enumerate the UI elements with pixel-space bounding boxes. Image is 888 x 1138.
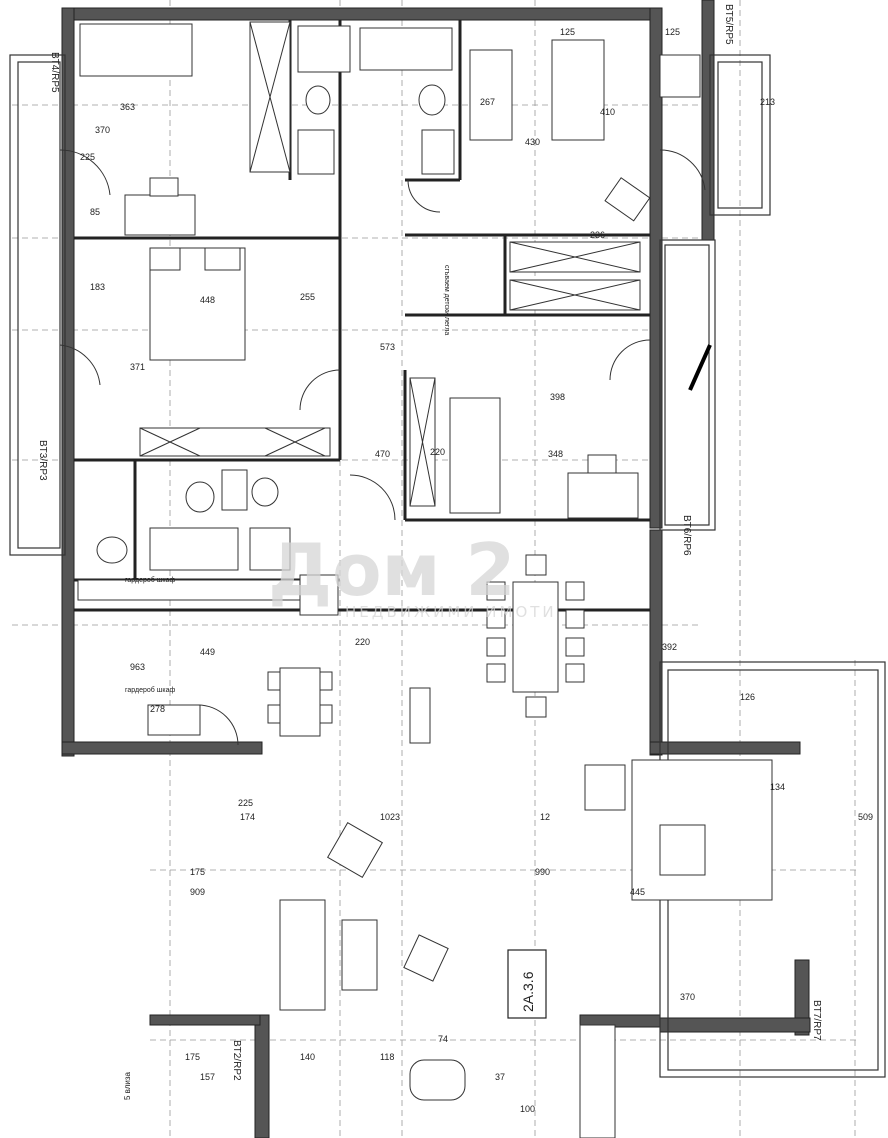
floor-note: 5 влиза [123,1071,132,1100]
dim-label: 157 [200,1072,215,1082]
dim-label: 100 [520,1104,535,1114]
dim-label: 225 [238,798,253,808]
dim-label: 236 [590,230,605,240]
dim-label: 125 [665,27,680,37]
dim-label: 278 [150,704,165,714]
dim-label: 448 [200,295,215,305]
dim-label: 363 [120,102,135,112]
dim-label: 37 [495,1072,505,1082]
code-bt7: BT7/RP7 [811,1000,822,1041]
dim-label: 963 [130,662,145,672]
dim-label: 449 [200,647,215,657]
code-bt4: BT4/RP5 [49,52,60,93]
dim-label: 370 [95,125,110,135]
dim-label: 74 [438,1034,448,1044]
dim-label: 1023 [380,812,400,822]
dim-label: 225 [80,152,95,162]
dim-label: 509 [858,812,873,822]
dim-label: 12 [540,812,550,822]
dim-label: 175 [185,1052,200,1062]
dim-label: 183 [90,282,105,292]
unit-code: 2A.3.6 [520,971,536,1012]
dimension-labels: 363 370 225 85 183 371 448 573 470 348 3… [80,27,873,1114]
dim-label: 118 [380,1052,394,1062]
watermark-sub: НЕДВИЖИМИ ИМОТИ [345,603,557,621]
dim-label: 220 [430,447,445,457]
wardrobe-label-2: гардероб шкаф [125,686,175,694]
dim-label: 220 [355,637,370,647]
code-bt6: BT6/RP6 [681,515,692,556]
dim-label: 126 [740,692,755,702]
dim-label: 134 [770,782,785,792]
dim-label: 445 [630,887,645,897]
watermark-main: Дом 2 [268,528,516,612]
wardrobe-label: гардероб шкаф [125,576,175,584]
furniture [77,21,773,1138]
dim-label: 410 [600,107,615,117]
dim-label: 430 [525,137,540,147]
element-codes: BT4/RP5 BT5/RP5 BT3/RP3 BT6/RP6 BT7/RP7 … [37,4,822,1100]
unit-code-box: 2A.3.6 [507,949,547,1019]
dim-label: 85 [90,207,100,217]
dim-label: 370 [680,992,695,1002]
dim-label: 470 [375,449,390,459]
code-bt2: BT2/RP2 [231,1040,242,1081]
dim-label: 175 [190,867,205,877]
dim-label: 125 [560,27,575,37]
door-arcs [59,149,706,746]
dim-label: 267 [480,97,495,107]
note-label: сгъваем детски легла [443,265,450,335]
dim-label: 371 [130,362,145,372]
dim-label: 990 [535,867,550,877]
dim-label: 573 [380,342,395,352]
dim-label: 140 [300,1052,315,1062]
window-mark [688,344,712,391]
dim-label: 398 [550,392,565,402]
dim-label: 174 [240,812,255,822]
dim-label: 213 [760,97,775,107]
watermark: Дом 2 НЕДВИЖИМИ ИМОТИ [268,528,557,621]
code-bt3: BT3/RP3 [37,440,48,481]
dim-label: 392 [662,642,677,652]
dim-label: 255 [300,292,315,302]
code-bt5: BT5/RP5 [723,4,734,45]
dim-label: 348 [548,449,563,459]
dim-label: 909 [190,887,205,897]
